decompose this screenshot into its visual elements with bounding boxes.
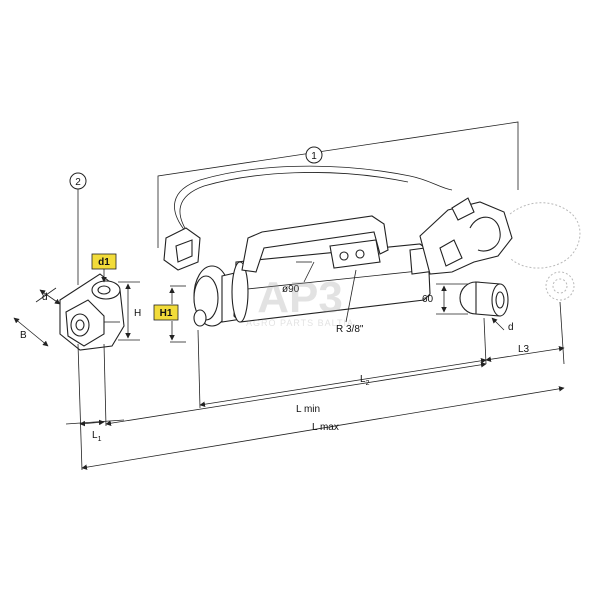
callout-1-label: 1: [311, 151, 317, 162]
H1-label-box: H1: [153, 285, 186, 343]
dim-H: H: [134, 308, 141, 319]
length-dimensions: L1 L2 L3 L min L max: [65, 344, 565, 470]
ball-bush-part: 60 d: [422, 281, 514, 333]
diameter-label: ø90: [282, 284, 300, 295]
H1-label: H1: [160, 308, 173, 319]
d1-label: d1: [98, 257, 110, 268]
dim-L2-sub: 2: [366, 380, 370, 387]
watermark-logo: AP3: [257, 273, 343, 322]
dim-d-fork: d: [42, 292, 48, 303]
dim-L3: L3: [518, 344, 530, 355]
callout-2-marker: 2: [69, 172, 87, 285]
dim-L2: L2: [360, 374, 370, 387]
thread-label: R 3/8": [336, 324, 364, 335]
dim-Lmin: L min: [296, 404, 320, 415]
fork-end-part: [59, 273, 125, 351]
d1-label-box: d1: [91, 253, 117, 283]
callout-2-label: 2: [75, 177, 81, 188]
dim-Lmax: L max: [312, 422, 339, 433]
fork-dimensions: d B H: [13, 281, 141, 347]
callout-1-bracket: 1: [157, 121, 519, 248]
dim-60: 60: [422, 294, 434, 305]
dim-B: B: [20, 330, 27, 341]
dim-L1-sub: 1: [98, 436, 102, 443]
dim-L1: L1: [92, 430, 102, 443]
dim-d-ball: d: [508, 322, 514, 333]
hydraulic-cylinder: R 3/8" ø90: [163, 165, 513, 335]
watermark-text: AGRO PARTS BALTIA: [246, 318, 354, 328]
ghost-outline: [509, 202, 581, 301]
watermark: AP3 AGRO PARTS BALTIA: [246, 273, 354, 328]
